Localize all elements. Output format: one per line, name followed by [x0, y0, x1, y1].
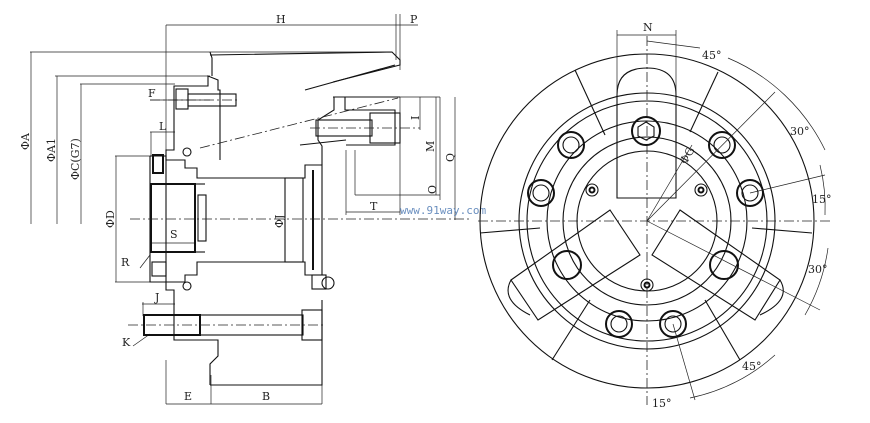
angle-45-bottom: 45° [742, 360, 762, 373]
label-phi-c: ΦC(G7) [69, 138, 82, 180]
dimension-lines [30, 14, 456, 405]
chuck-body-section [128, 51, 470, 386]
label-e: E [184, 390, 192, 403]
label-phi-a1: ΦA1 [45, 138, 58, 162]
jaw-lower-left [510, 209, 641, 321]
mounting-bolts [527, 131, 764, 338]
label-n: N [643, 21, 653, 34]
angle-15-right: 15° [812, 193, 832, 206]
label-phi-a: ΦA [19, 132, 32, 150]
label-phi-g: ΦG [677, 145, 697, 167]
jaw-top [616, 67, 677, 199]
angle-30-lower: 30° [808, 263, 828, 276]
label-f: F [148, 87, 156, 100]
label-b: B [262, 390, 270, 403]
angle-30-upper: 30° [790, 125, 810, 138]
front-view [478, 30, 830, 405]
side-view-labels: H P ΦA ΦA1 ΦC(G7) F L I M Q O T ΦD ΦJ S … [19, 13, 457, 403]
label-j: J [154, 291, 159, 304]
label-q: Q [444, 153, 457, 162]
label-k: K [122, 336, 131, 349]
label-s: S [170, 228, 178, 241]
label-r: R [121, 256, 130, 269]
label-o: O [426, 185, 439, 194]
angle-45-top: 45° [702, 49, 722, 62]
label-phi-j: ΦJ [273, 215, 286, 228]
label-phi-d: ΦD [104, 210, 117, 228]
jaw-lower-right [651, 209, 781, 321]
label-p: P [410, 13, 418, 26]
label-l: L [159, 120, 167, 133]
label-m: M [424, 141, 437, 152]
front-view-labels: N ΦG 45° 30° 15° 30° 45° 15° [643, 21, 832, 410]
label-i: I [409, 116, 422, 120]
label-h: H [276, 13, 286, 26]
angle-15-bottom: 15° [652, 397, 672, 410]
watermark: www.91way.com [400, 204, 486, 217]
label-t: T [370, 200, 378, 213]
